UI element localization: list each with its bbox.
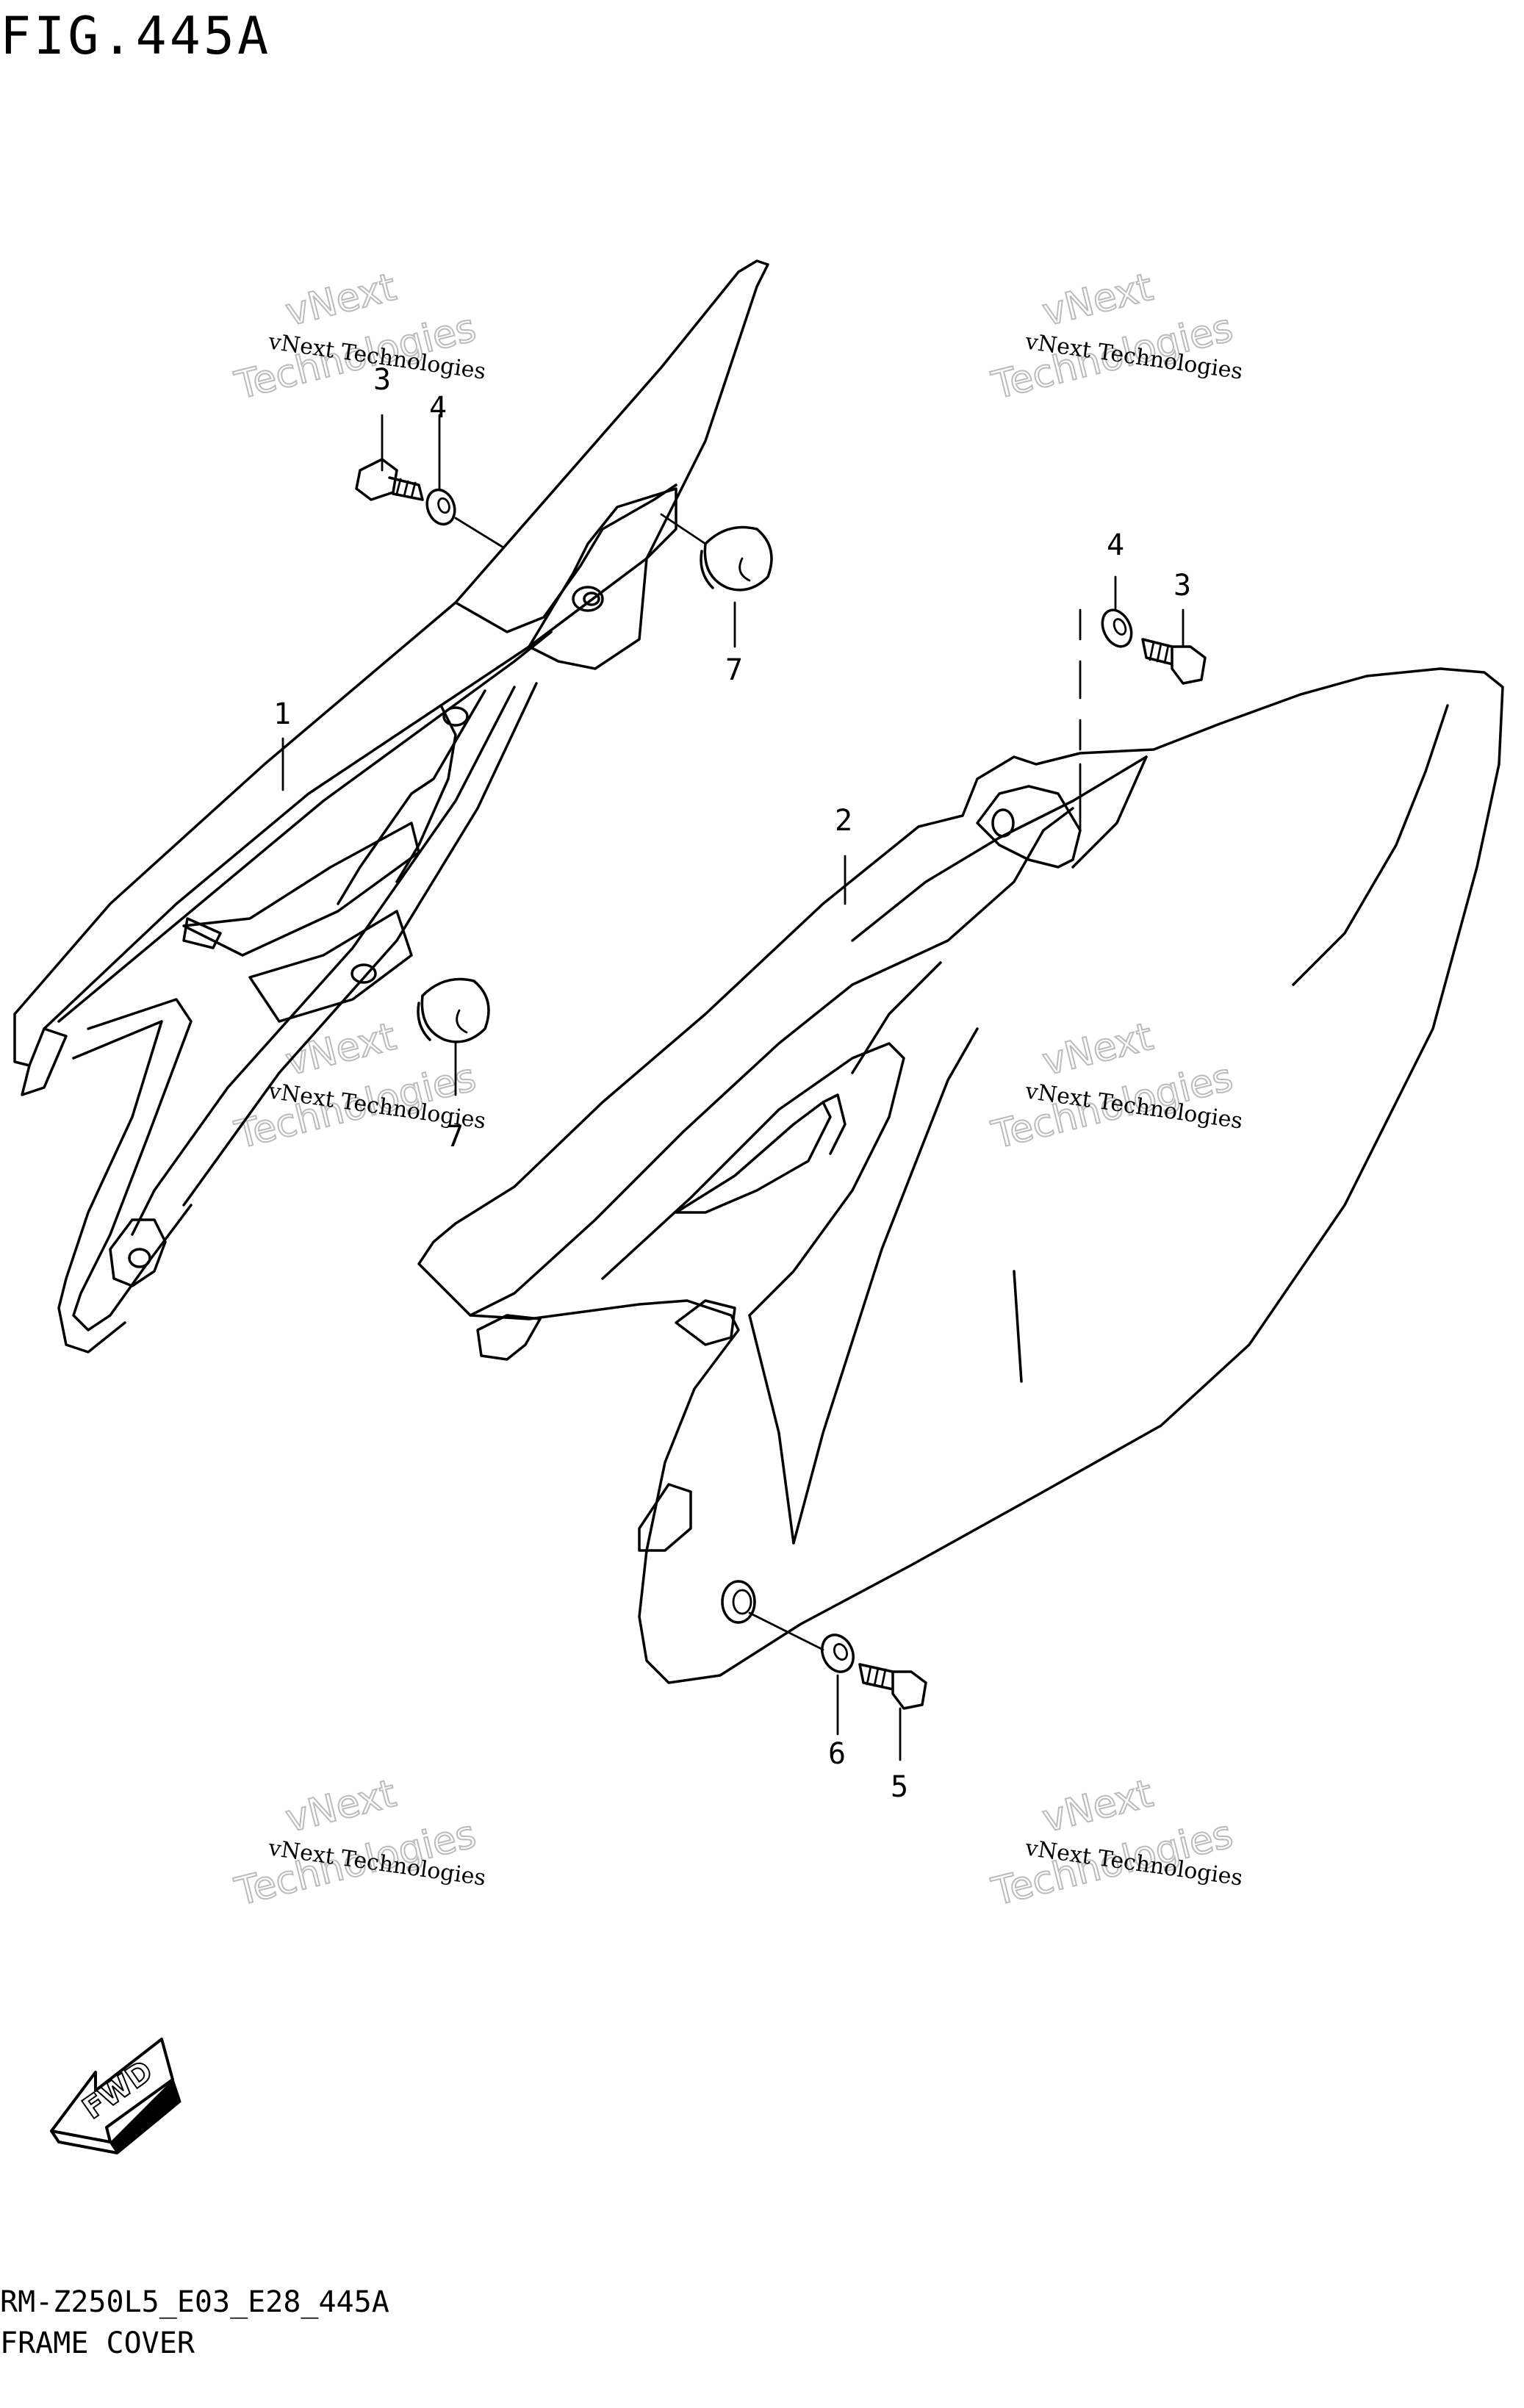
watermark-big: vNext [1038,1015,1157,1085]
callout-7-upper: 7 [725,653,743,687]
watermark-5: vNext Technologies vNext Technologies [230,1771,487,1916]
bolt-lower [858,1663,927,1710]
callout-4-left: 4 [429,391,447,425]
callout-3-right: 3 [1173,569,1191,603]
callout-6: 6 [828,1737,846,1771]
callout-3-left: 3 [373,363,391,397]
watermark-1: vNext Technologies vNext Technologies [230,265,487,409]
washer-upper-left [425,488,456,526]
callout-7-lower: 7 [446,1120,464,1154]
washer-upper-right [1101,608,1133,648]
section-title: FRAME COVER [0,2326,195,2360]
callout-2: 2 [835,804,852,838]
bolt-upper-left [355,458,424,501]
watermark-big: vNext [281,1772,400,1841]
frame-cover-right [417,667,1504,1684]
watermark-big: vNext [1038,1772,1157,1841]
leader-lines [281,414,1185,1761]
grommet-upper [700,525,773,592]
washer-lower [821,1634,855,1673]
model-code: RM-Z250L5_E03_E28_445A [0,2285,389,2319]
figure-title: FIG.445A [0,6,272,66]
fwd-arrow-icon: FWD [50,2038,181,2154]
watermark-4: vNext Technologies vNext Technologies [987,1014,1244,1159]
watermark-6: vNext Technologies vNext Technologies [987,1771,1244,1916]
watermark-big: vNext [1038,265,1157,335]
callout-1: 1 [273,697,291,731]
bolt-upper-right [1141,638,1207,685]
watermark-2: vNext Technologies vNext Technologies [987,265,1244,409]
callout-5: 5 [891,1770,908,1804]
frame-cover-left [13,259,769,1354]
watermark-big: vNext [281,265,400,335]
grommet-lower [417,977,490,1043]
callout-4-right: 4 [1107,528,1124,562]
